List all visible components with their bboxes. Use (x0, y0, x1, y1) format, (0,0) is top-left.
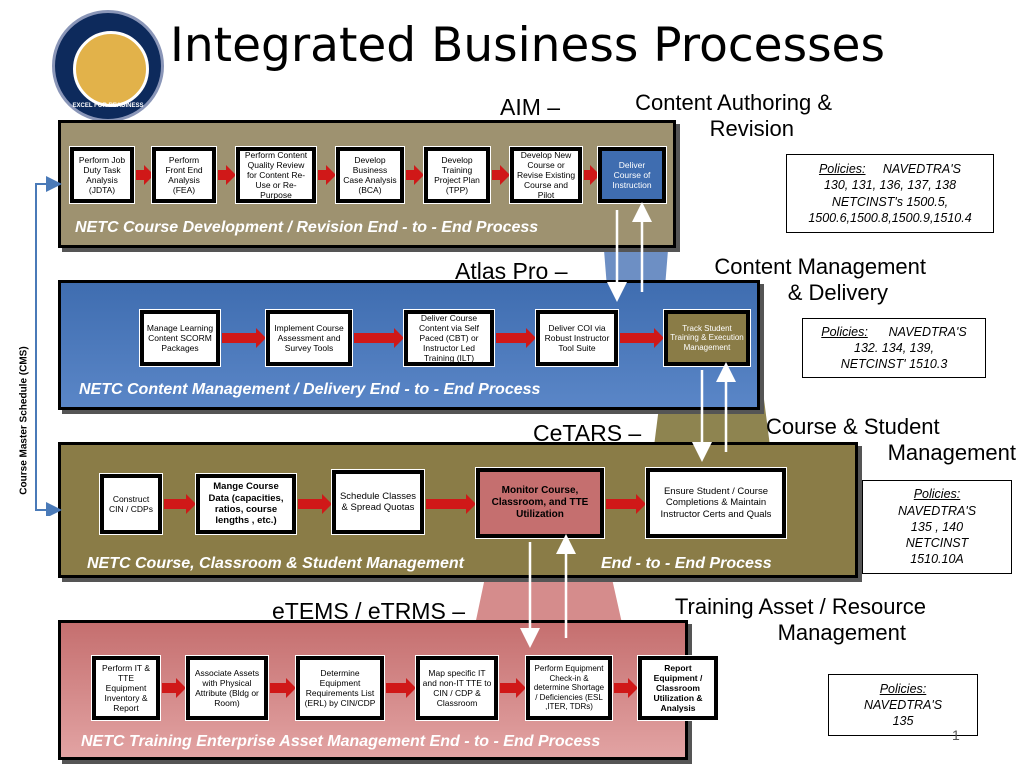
system-label-etems: eTEMS / eTRMS – (272, 598, 465, 624)
policies-label: Policies: (818, 162, 866, 176)
step-track-student-training: Track Student Training & Execution Manag… (663, 309, 751, 367)
flow-arrow (386, 678, 416, 698)
policy-line: NETCINST (905, 536, 969, 551)
band-caption: NETC Course Development / Revision End -… (75, 219, 539, 236)
cms-bracket (35, 176, 62, 516)
step-schedule-classes: Schedule Classes & Spread Quotas (331, 469, 425, 535)
step-map-tte: Map specific IT and non-IT TTE to CIN / … (415, 655, 499, 721)
system-label-atlas: Atlas Pro – (455, 258, 568, 284)
step-content-quality-review: Perform Content Quality Review for Conte… (235, 146, 317, 204)
policy-line: 1500.6,1500.8,1500.9,1510.4 (808, 210, 972, 225)
section-caption-cetars: Course & Student Management (766, 414, 1016, 466)
section-caption-aim: Content Authoring & Revision (596, 90, 832, 142)
caption-line: Revision (709, 116, 794, 141)
step-manage-learning-content: Manage Learning Content SCORM Packages (139, 309, 221, 367)
policies-box-atlas: Policies: NAVEDTRA'S 132. 134, 139, NETC… (802, 318, 986, 378)
policies-label: Policies: (821, 324, 868, 339)
step-determine-erl: Determine Equipment Requirements List (E… (295, 655, 385, 721)
policy-line: NAVEDTRA'S (897, 503, 977, 518)
page-number: 1 (952, 727, 960, 743)
policy-line: NETCINST' 1510.3 (840, 357, 948, 372)
flow-arrow (270, 678, 296, 698)
flow-arrow (406, 165, 424, 185)
caption-line: Content Authoring & (635, 90, 832, 115)
policy-line: NETCINST's 1500.5, (831, 194, 949, 209)
flow-arrow (500, 678, 526, 698)
policies-label: Policies: (913, 487, 961, 502)
flow-arrow (496, 328, 536, 348)
step-report-utilization: Report Equipment / Classroom Utilization… (637, 655, 719, 721)
caption-line: Content Management (714, 254, 926, 279)
flow-arrow (218, 165, 236, 185)
flow-arrow (426, 494, 476, 514)
section-caption-atlas: Content Management & Delivery (678, 254, 926, 306)
caption-line: Management (887, 440, 1016, 465)
policy-line: NAVEDTRA'S (888, 324, 967, 339)
step-deliver-coi: Deliver COI via Robust Instructor Tool S… (535, 309, 619, 367)
policy-line: 135 , 140 (910, 519, 964, 534)
flow-arrow (584, 165, 600, 185)
flow-arrow (222, 328, 266, 348)
policies-label: Policies: (879, 681, 927, 696)
flow-arrow (620, 328, 664, 348)
policies-box-etems: Policies: NAVEDTRA'S 135 (828, 674, 978, 736)
step-perform-inventory: Perform IT & TTE Equipment Inventory & R… (91, 655, 161, 721)
netc-seal: EXCEL FOR READINESS (52, 10, 164, 122)
policy-line: NAVEDTRA'S (863, 697, 943, 712)
band-caption: NETC Course, Classroom & Student Managem… (87, 555, 464, 572)
step-bca: Develop Business Case Analysis (BCA) (335, 146, 405, 204)
policies-box-aim: Policies: NAVEDTRA'S 130, 131, 136, 137,… (786, 154, 994, 233)
policy-line: 132. 134, 139, (854, 340, 934, 355)
step-tpp: Develop Training Project Plan (TPP) (423, 146, 491, 204)
policy-line: NAVEDTRA'S (882, 162, 961, 176)
step-manage-course-data: Mange Course Data (capacities, ratios, c… (195, 473, 297, 535)
band-caption: NETC Training Enterprise Asset Managemen… (81, 733, 601, 750)
step-develop-new-course: Develop New Course or Revise Existing Co… (509, 146, 583, 204)
policy-line: 135 (892, 714, 914, 729)
band-caption: End - to - End Process (601, 555, 772, 572)
policies-box-cetars: Policies: NAVEDTRA'S 135 , 140 NETCINST … (862, 480, 1012, 574)
seal-motto: EXCEL FOR READINESS (72, 103, 144, 109)
cms-side-label: Course Master Schedule (CMS) (18, 346, 30, 495)
step-deliver-course-content: Deliver Course Content via Self Paced (C… (403, 309, 495, 367)
system-label-cetars: CeTARS – (533, 420, 642, 446)
step-fea: Perform Front End Analysis (FEA) (151, 146, 217, 204)
caption-line: Management (777, 620, 906, 645)
step-associate-assets: Associate Assets with Physical Attribute… (185, 655, 269, 721)
policy-line: 1510.10A (910, 552, 964, 567)
step-jdta: Perform Job Duty Task Analysis (JDTA) (69, 146, 135, 204)
step-equipment-checkin: Perform Equipment Check-in & determine S… (525, 655, 613, 721)
caption-line: Training Asset / Resource (674, 594, 926, 619)
system-label-aim: AIM – (500, 94, 561, 120)
flow-arrow (164, 494, 196, 514)
policy-line: 130, 131, 136, 137, 138 (823, 178, 957, 193)
flow-arrow (298, 494, 332, 514)
caption-line: Course & Student (766, 414, 940, 439)
flow-arrow (136, 165, 154, 185)
step-construct-cin: Construct CIN / CDPs (99, 473, 163, 535)
anchor-emblem-icon (73, 31, 149, 107)
flow-arrow (492, 165, 510, 185)
step-deliver-course: Deliver Course of Instruction (597, 146, 667, 204)
flow-arrow (354, 328, 404, 348)
flow-arrow (162, 678, 186, 698)
step-ensure-completions: Ensure Student / Course Completions & Ma… (645, 467, 787, 539)
page-title: Integrated Business Processes (170, 18, 885, 73)
band-caption: NETC Content Management / Delivery End -… (79, 381, 541, 398)
step-implement-assessment: Implement Course Assessment and Survey T… (265, 309, 353, 367)
flow-arrow (606, 494, 646, 514)
section-caption-etems: Training Asset / Resource Management (632, 594, 926, 646)
flow-arrow (318, 165, 336, 185)
caption-line: & Delivery (787, 280, 888, 305)
flow-arrow (614, 678, 638, 698)
step-monitor-course-utilization: Monitor Course, Classroom, and TTE Utili… (475, 467, 605, 539)
